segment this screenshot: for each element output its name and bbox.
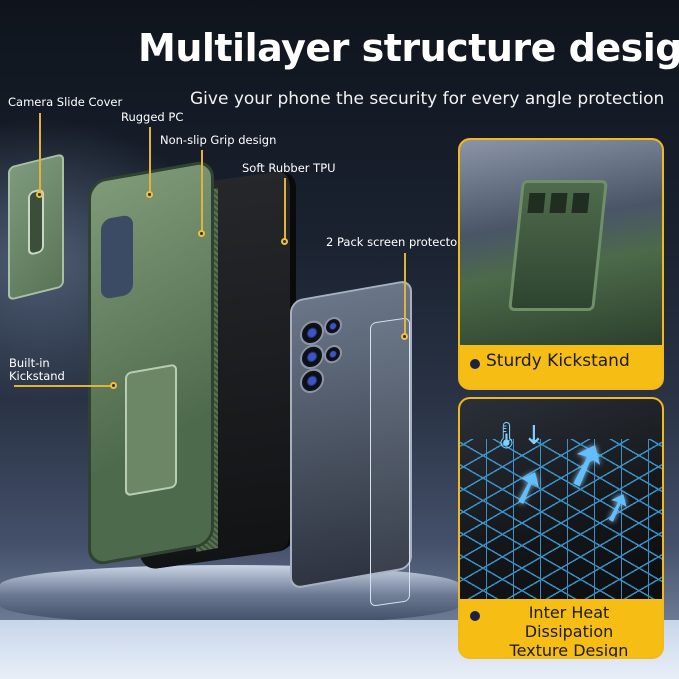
feature-caption: Sturdy Kickstand [460,345,662,371]
feature-caption: Inter Heat Dissipation Texture Design [460,599,662,659]
callout-dot-icon [198,230,205,237]
bullet-dot-icon [470,611,480,621]
callout-label-line2: Kickstand [9,369,65,383]
stand-slot [571,193,590,213]
callout-line [404,253,406,335]
camera-lens-icon [324,315,342,337]
kickstand-image [508,180,608,311]
callout-non-slip-grip: Non-slip Grip design [160,133,277,147]
callout-built-in-kickstand: Built-in Kickstand [9,357,65,383]
callout-line [149,127,151,193]
screen-protector-image [370,317,410,607]
camera-cutout [101,214,133,300]
camera-slide-cover-image [8,153,64,301]
callout-camera-slide-cover: Camera Slide Cover [8,95,123,109]
heat-dissipation-image: 🌡↓ ➚ ➚ ➚ [460,399,662,599]
feature-card-kickstand: Sturdy Kickstand [458,138,664,390]
camera-lens-icon [300,318,324,347]
display-pedestal [0,565,460,625]
feature-caption-line1: Inter Heat Dissipation [524,603,614,641]
callout-dot-icon [401,333,408,340]
feature-caption-text: Sturdy Kickstand [486,351,630,371]
callout-label-line1: Built-in [9,356,50,370]
callout-screen-protector: 2 Pack screen protector [326,235,462,249]
page-subtitle: Give your phone the security for every a… [190,89,665,109]
callout-dot-icon [36,191,43,198]
camera-lens-icon [300,342,324,371]
callout-line [284,178,286,240]
callout-line [39,113,41,193]
stand-slot [527,193,546,213]
slide-slot [28,188,44,256]
page-title: Multilayer structure design [138,26,679,70]
callout-soft-rubber-tpu: Soft Rubber TPU [242,161,336,175]
built-in-kickstand [125,363,177,497]
kickstand-closeup-image [460,140,662,345]
camera-lens-icon [300,366,324,395]
callout-dot-icon [146,191,153,198]
heat-texture-grid [460,439,662,599]
stand-slot [549,193,568,213]
feature-caption-line2: Texture Design [509,641,629,659]
bullet-dot-icon [470,359,480,369]
callout-line [14,385,112,387]
callout-rugged-pc: Rugged PC [121,110,184,124]
rugged-pc-case-image [88,158,214,568]
callout-dot-icon [110,382,117,389]
callout-line [201,150,203,232]
callout-dot-icon [281,238,288,245]
feature-card-heat-dissipation: 🌡↓ ➚ ➚ ➚ Inter Heat Dissipation Texture … [458,397,664,659]
camera-lens-icon [324,343,342,365]
thermometer-down-icon: 🌡↓ [490,421,545,451]
